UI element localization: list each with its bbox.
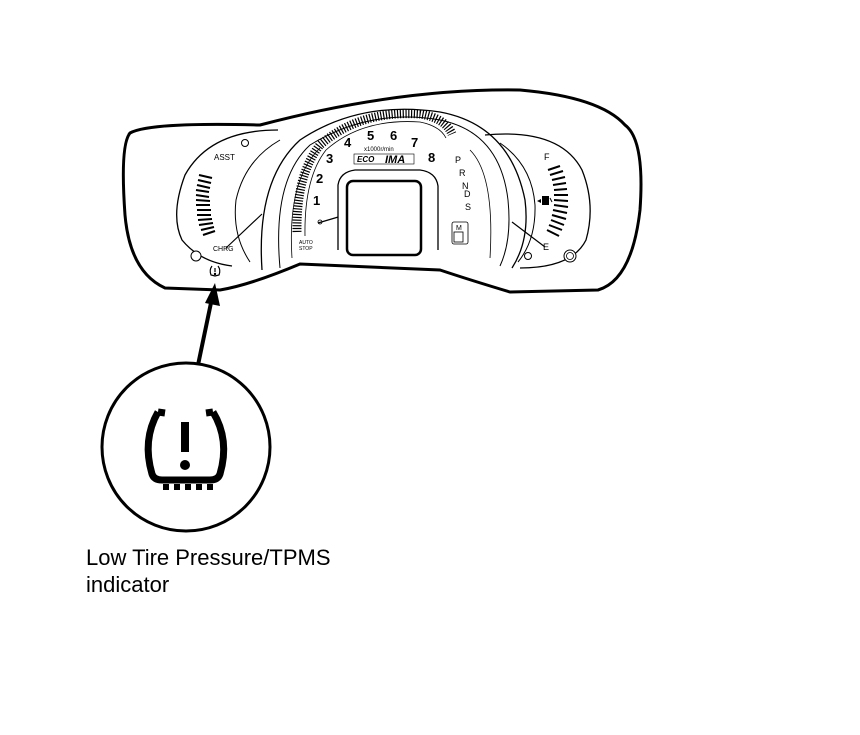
fuel-gauge-scale (546, 165, 569, 237)
tach-number-3: 3 (326, 151, 333, 166)
tach-number-1: 1 (313, 193, 320, 208)
fuel-gauge-empty-label: E (543, 242, 549, 252)
tachometer-tick-band (292, 109, 457, 233)
tach-number-5: 5 (367, 128, 374, 143)
indicator-lamp-small (524, 252, 532, 260)
center-display-screen (345, 179, 423, 257)
auto-stop-label-line2: STOP (299, 246, 313, 252)
tpms-icon (209, 265, 221, 277)
center-display (337, 169, 439, 257)
hybrid-gauge-needle (225, 213, 263, 249)
fuel-pump-icon (537, 196, 553, 205)
gear-position-n: N (462, 181, 469, 191)
auto-stop-label-line1: AUTO (299, 240, 313, 246)
gear-position-r: R (459, 168, 466, 178)
fuel-gauge-needle (511, 221, 546, 248)
tachometer: 1 2 3 4 5 6 7 8 x1000r/min ECO IMA AUTO … (260, 108, 527, 271)
eco-ima-logo: ECO IMA (353, 153, 415, 166)
tach-number-8: 8 (428, 150, 435, 165)
indicator-lamp-small (241, 139, 249, 147)
indicator-lamp (190, 250, 202, 262)
fuel-gauge: F E (484, 133, 591, 269)
gear-position-d: D (464, 189, 471, 199)
manual-mode-indicator: M (451, 221, 469, 245)
hybrid-gauge: ASST CHRG (176, 129, 281, 267)
tach-number-4: 4 (344, 135, 352, 150)
gear-position-p: P (455, 155, 461, 165)
hybrid-gauge-scale (195, 174, 216, 236)
hybrid-gauge-chrg-label: CHRG (213, 246, 234, 253)
tach-number-2: 2 (316, 171, 323, 186)
tach-number-7: 7 (411, 135, 418, 150)
indicator-lamp (563, 249, 577, 263)
callout-arrow (196, 283, 220, 366)
tpms-icon (100, 361, 272, 533)
svg-text:M: M (456, 225, 462, 232)
gear-position-s: S (465, 202, 471, 212)
hybrid-gauge-asst-label: ASST (214, 153, 235, 162)
tpms-callout-label-line1: Low Tire Pressure/TPMS (86, 545, 331, 570)
tpms-callout-label-line2: indicator (86, 572, 170, 597)
tach-number-6: 6 (390, 128, 397, 143)
svg-text:IMA: IMA (385, 154, 405, 166)
tpms-callout-label: Low Tire Pressure/TPMS indicator (86, 544, 331, 598)
svg-text:ECO: ECO (357, 155, 375, 164)
fuel-gauge-full-label: F (544, 152, 550, 162)
tach-unit-label: x1000r/min (364, 147, 394, 153)
